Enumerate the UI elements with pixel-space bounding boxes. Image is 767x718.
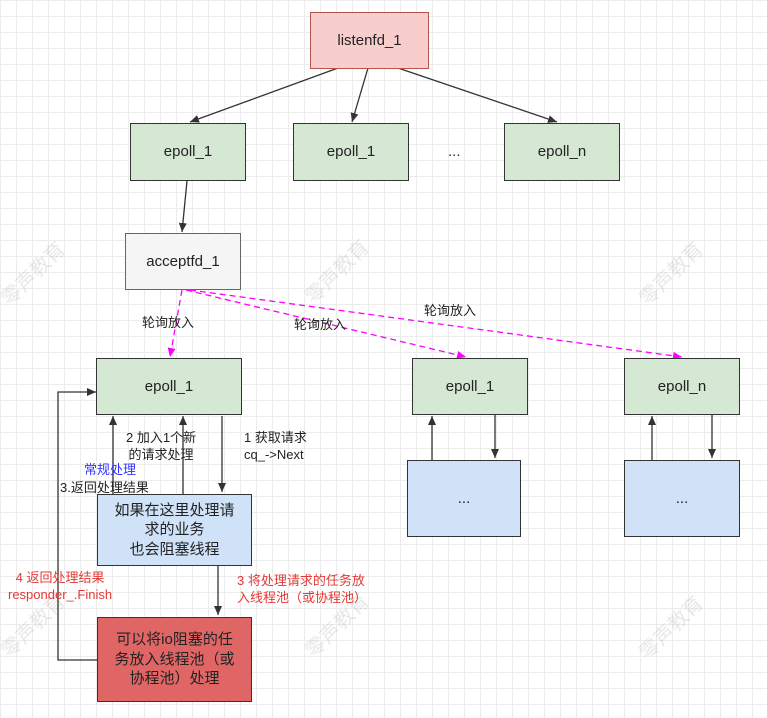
return3-label: 3.返回处理结果 xyxy=(60,480,149,495)
poll-label-2: 轮询放入 xyxy=(294,317,347,332)
poll-label-3: 轮询放入 xyxy=(424,303,477,318)
listenfd-node: listenfd_1 xyxy=(310,12,429,69)
edge-listenfd-epolln xyxy=(397,67,558,123)
edge-poll-3 xyxy=(189,289,683,360)
step3-label: 3 将处理请求的任务放 入线程池（或协程池） xyxy=(237,573,367,607)
edge-poll-1 xyxy=(167,289,183,358)
epoll-top-2-node: epoll_1 xyxy=(293,123,409,181)
step1-line: 1 获取请求 xyxy=(244,430,307,445)
step1-label: 1 获取请求 cq_->Next xyxy=(244,430,307,464)
step3-line: 入线程池（或协程池） xyxy=(237,589,368,605)
threadpool-line: 可以将io阻塞的任 xyxy=(116,631,233,649)
epoll-top-n-node: epoll_n xyxy=(504,123,620,181)
sub-box-2-node: ... xyxy=(407,460,521,537)
business-line: 如果在这里处理请 xyxy=(114,501,235,519)
epoll-top-1-node: epoll_1 xyxy=(130,123,246,181)
epoll-top-ellipsis: ... xyxy=(448,143,461,160)
edge-poll-2 xyxy=(185,289,467,359)
step3-line: 3 将处理请求的任务放 xyxy=(237,573,365,588)
epoll-mid-n-node: epoll_n xyxy=(624,358,740,415)
business-line: 也会阻塞线程 xyxy=(129,540,220,558)
threadpool-node: 可以将io阻塞的任 务放入线程池（或 协程池）处理 xyxy=(97,617,252,702)
step4-line: responder_.Finish xyxy=(8,586,113,602)
acceptfd-node: acceptfd_1 xyxy=(125,233,241,290)
poll-label-1: 轮询放入 xyxy=(142,315,195,330)
edge-listenfd-epoll1 xyxy=(189,67,339,123)
threadpool-line: 务放入线程池（或 xyxy=(114,650,235,668)
edge-threadpool-to-epoll xyxy=(57,388,97,661)
epoll-mid-1-node: epoll_1 xyxy=(96,358,242,415)
edge-epoll1-acceptfd xyxy=(178,180,188,233)
step2-line: 的请求处理 xyxy=(128,446,194,462)
sub-box-n-node: ... xyxy=(624,460,740,537)
business-node: 如果在这里处理请 求的业务 也会阻塞线程 xyxy=(97,494,252,566)
edge-listenfd-epoll2 xyxy=(350,67,369,123)
threadpool-line: 协程池）处理 xyxy=(129,670,220,688)
step4-label: 4 返回处理结果 responder_.Finish xyxy=(8,570,112,604)
normal-label: 常规处理 xyxy=(84,462,137,477)
step1-line: cq_->Next xyxy=(244,446,304,462)
step2-label: 2 加入1个新 的请求处理 xyxy=(126,430,196,464)
business-line: 求的业务 xyxy=(144,521,205,539)
epoll-mid-2-node: epoll_1 xyxy=(412,358,528,415)
step4-line: 4 返回处理结果 xyxy=(15,570,105,585)
step2-line: 2 加入1个新 xyxy=(126,430,197,445)
